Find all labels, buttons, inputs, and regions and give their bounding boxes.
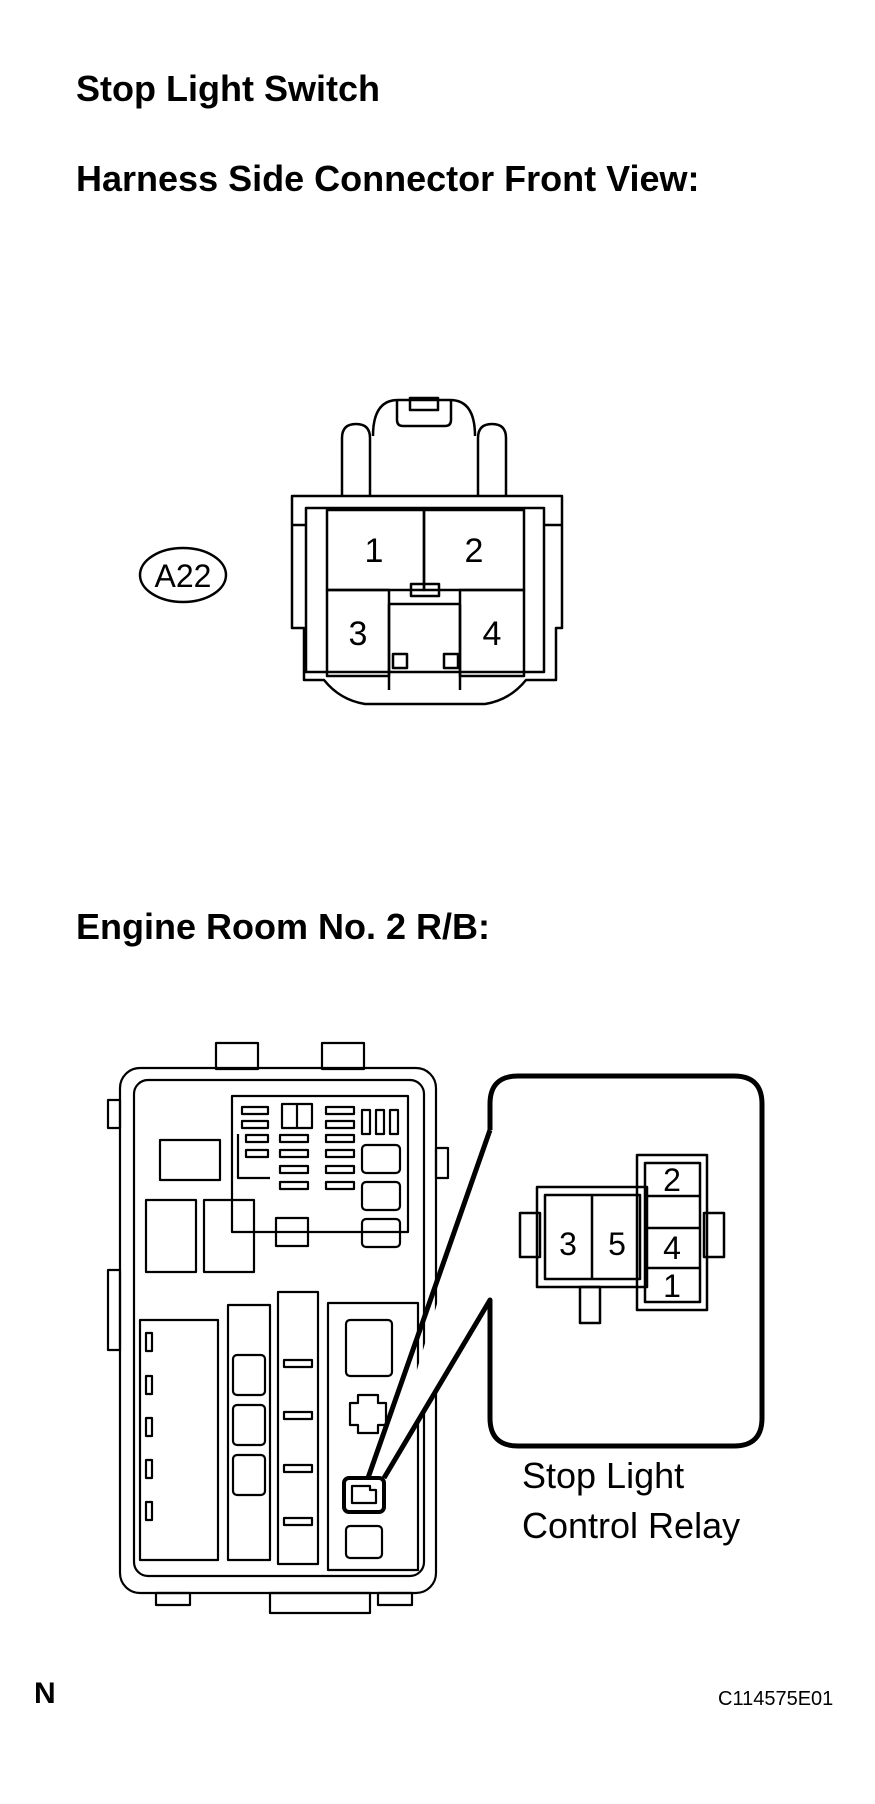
connector-pin-2-label: 2 xyxy=(465,532,484,570)
relay-block xyxy=(106,1041,450,1615)
relay-socket-icon xyxy=(348,1393,388,1435)
connector-latch xyxy=(371,398,477,437)
figure-id: C114575E01 xyxy=(718,1688,834,1710)
connector-a22: A22 1 2 3 4 xyxy=(138,396,564,706)
connector-latch-arm-right xyxy=(476,422,508,496)
fuse-column xyxy=(138,1318,220,1562)
orientation-mark: N xyxy=(34,1677,56,1710)
callout-pointer xyxy=(365,1129,493,1479)
stop-light-relay-position xyxy=(342,1476,386,1514)
heading-harness-side-connector: Harness Side Connector Front View: xyxy=(76,158,700,199)
connector-pin-1-label: 1 xyxy=(365,532,384,570)
relay-pin-3-label: 3 xyxy=(559,1226,577,1262)
relay-pin-2-label: 2 xyxy=(663,1162,681,1198)
connector-housing xyxy=(290,494,564,706)
relay-socket-column xyxy=(326,1301,420,1572)
connector-center-key xyxy=(409,582,441,598)
relay-block-left-square xyxy=(158,1138,222,1182)
fuse-strip xyxy=(276,1290,320,1566)
connector-latch-arm-left xyxy=(340,422,372,496)
heading-engine-room-rb: Engine Room No. 2 R/B: xyxy=(76,906,490,947)
relay-callout: 3 5 2 4 1 xyxy=(365,1073,765,1480)
connector-code-badge xyxy=(138,546,228,604)
relay-block-tab-right xyxy=(320,1041,366,1071)
relay-pin-4-label: 4 xyxy=(663,1230,681,1266)
connector-pin-4-label: 4 xyxy=(483,615,502,653)
relay-block-tab-left xyxy=(214,1041,260,1071)
relay-column xyxy=(226,1303,272,1562)
connector-pin-3-label: 3 xyxy=(349,615,368,653)
relay-block-relay-right xyxy=(202,1198,256,1274)
relay-block-relay-left xyxy=(144,1198,198,1274)
relay-caption-line-2: Control Relay xyxy=(522,1505,740,1546)
connector-code-label: A22 xyxy=(155,558,212,594)
relay-pin-1-label: 1 xyxy=(663,1268,681,1304)
callout-bubble xyxy=(381,1073,765,1480)
relay-connector xyxy=(518,1153,726,1325)
heading-stop-light-switch: Stop Light Switch xyxy=(76,68,380,109)
fuse-cluster xyxy=(230,1094,410,1234)
relay-block-inner xyxy=(132,1078,426,1578)
relay-pin-5-label: 5 xyxy=(608,1226,626,1262)
relay-caption-line-1: Stop Light xyxy=(522,1455,684,1496)
